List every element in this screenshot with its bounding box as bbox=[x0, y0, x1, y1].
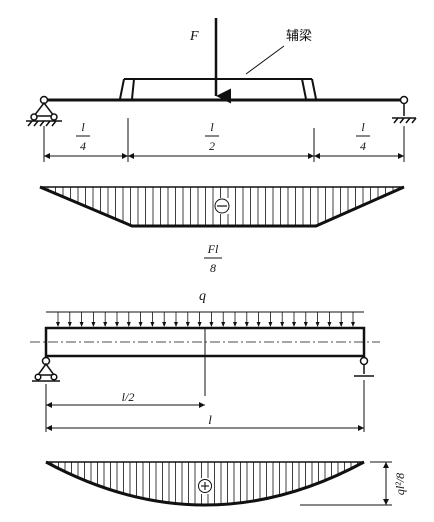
dim-middle: l 2 bbox=[205, 120, 219, 153]
aux-beam-label: 辅梁 bbox=[286, 29, 312, 44]
svg-text:l: l bbox=[361, 120, 365, 134]
svg-text:Fl: Fl bbox=[207, 242, 219, 256]
distributed-load-arrows bbox=[56, 312, 355, 327]
dim-half: l/2 bbox=[122, 390, 135, 404]
svg-text:l: l bbox=[81, 120, 85, 134]
dim-full: l bbox=[208, 412, 212, 427]
svg-text:4: 4 bbox=[360, 139, 366, 153]
svg-text:ql²/8: ql²/8 bbox=[393, 473, 407, 495]
bottom-moment-value: ql²/8 bbox=[300, 461, 407, 506]
bottom-load-label: q bbox=[199, 289, 206, 304]
top-figure: F 辅梁 bbox=[26, 18, 417, 275]
bottom-left-support bbox=[32, 356, 60, 382]
aux-beam-leader bbox=[245, 45, 285, 75]
auxiliary-beam bbox=[119, 78, 317, 100]
svg-text:l: l bbox=[210, 120, 214, 134]
bottom-dimension-lines bbox=[45, 380, 365, 432]
top-dimension-lines bbox=[43, 118, 405, 162]
top-moment-value: Fl 8 bbox=[204, 242, 222, 275]
top-load-label: F bbox=[189, 29, 199, 44]
dim-left: l 4 bbox=[76, 120, 90, 153]
dim-right: l 4 bbox=[356, 120, 370, 153]
top-left-support bbox=[26, 95, 62, 127]
bottom-figure: q l/2 l bbox=[30, 289, 407, 507]
svg-text:8: 8 bbox=[210, 261, 216, 275]
svg-text:2: 2 bbox=[209, 139, 215, 153]
top-moment-diagram bbox=[39, 185, 405, 228]
bottom-right-support bbox=[354, 356, 374, 377]
bottom-moment-diagram bbox=[45, 460, 365, 507]
top-right-support bbox=[392, 95, 417, 124]
svg-text:4: 4 bbox=[80, 139, 86, 153]
